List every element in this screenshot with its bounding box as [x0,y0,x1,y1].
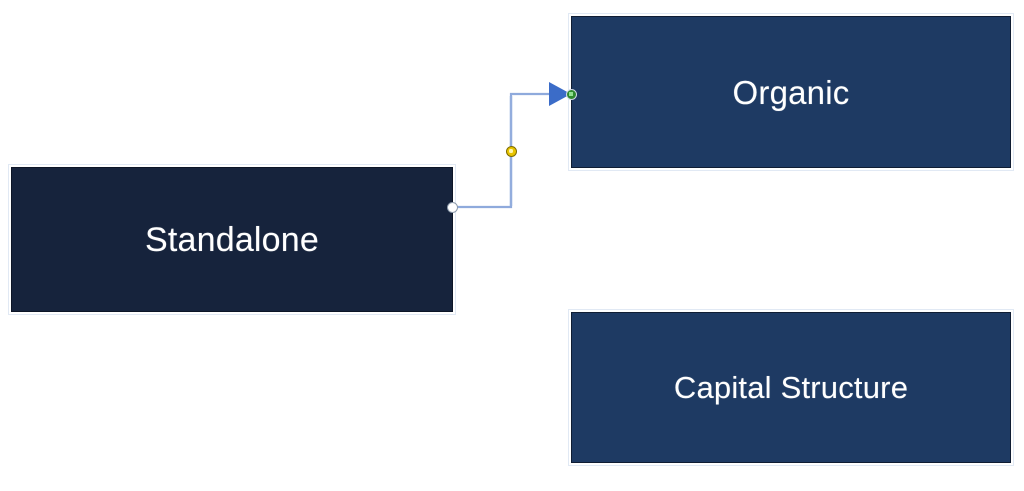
shape-standalone[interactable]: Standalone [11,167,453,312]
connector-midpoint-handle[interactable] [506,146,517,157]
connector-start-handle[interactable] [447,202,458,213]
connector-line [452,92,549,209]
shape-organic-label: Organic [732,73,850,111]
shape-capital-structure[interactable]: Capital Structure [571,312,1011,463]
shape-organic[interactable]: Organic [571,16,1011,168]
connector-end-handle[interactable] [566,89,577,100]
shape-standalone-label: Standalone [144,220,320,259]
shape-capital-structure-label: Capital Structure [673,370,909,405]
